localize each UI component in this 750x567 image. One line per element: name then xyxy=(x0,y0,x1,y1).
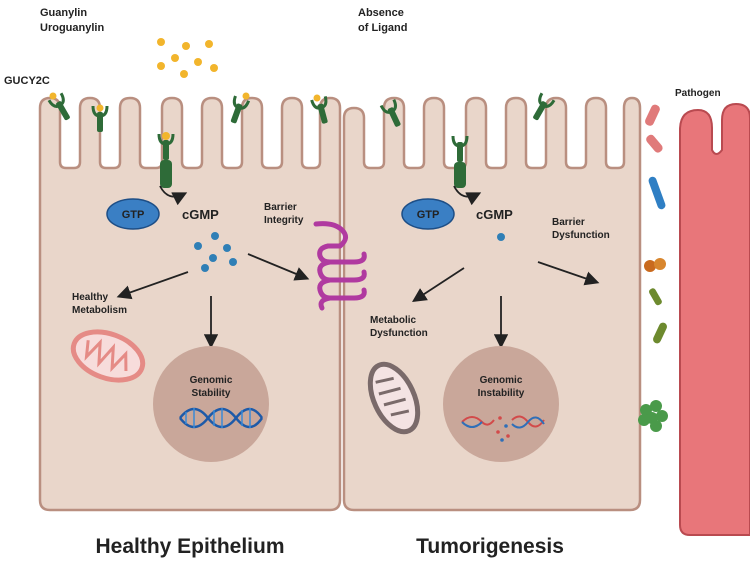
tumor-nucleus xyxy=(443,346,559,462)
genomic-stability-line1: Genomic xyxy=(190,375,233,386)
guanylin-label: Guanylin xyxy=(40,7,87,19)
pathogen-label: Pathogen xyxy=(675,88,721,99)
tumorigenesis-caption: Tumorigenesis xyxy=(416,535,564,558)
healthy-metabolism-line1: Healthy xyxy=(72,292,109,303)
arrow-to-barrier xyxy=(247,253,310,281)
empty-receptor-icon xyxy=(379,91,556,188)
dna-helix-icon xyxy=(179,407,264,429)
ligand-dots xyxy=(157,38,218,78)
healthy-nucleus xyxy=(153,346,269,462)
gucy2c-receptor-icon xyxy=(47,91,334,188)
genomic-instability-line2: Instability xyxy=(478,388,525,399)
barrier-integrity-line1: Barrier xyxy=(264,202,297,213)
healthy-mitochondrion-icon xyxy=(70,329,146,383)
healthy-metabolism-line2: Metabolism xyxy=(72,305,127,316)
cgmp-dot xyxy=(497,233,505,241)
damaged-mitochondrion-icon xyxy=(367,361,421,435)
barrier-dysfunction-line2: Dysfunction xyxy=(552,230,610,241)
healthy-epithelium-caption: Healthy Epithelium xyxy=(95,535,284,558)
broken-dna-icon xyxy=(461,415,545,442)
barrier-dysfunction-line1: Barrier xyxy=(552,217,585,228)
intestinal-wall xyxy=(679,102,750,536)
uroguanylin-label: Uroguanylin xyxy=(40,22,104,34)
arrow-to-barrier-dysfunction xyxy=(537,261,600,286)
genomic-instability-line1: Genomic xyxy=(480,375,523,386)
absence-label-1: Absence xyxy=(358,7,404,19)
cgmp-dots xyxy=(194,232,237,272)
tight-junction-icon xyxy=(313,221,367,311)
gucy2c-label: GUCY2C xyxy=(4,75,50,87)
conversion-arrow xyxy=(453,185,482,206)
pathogen-icon xyxy=(638,104,668,432)
conversion-arrow xyxy=(159,185,188,206)
absence-label-2: of Ligand xyxy=(358,22,408,34)
genomic-stability-line2: Stability xyxy=(192,388,231,399)
gtp-oval xyxy=(106,198,160,230)
gtp-oval xyxy=(401,198,455,230)
metabolic-dysfunction-line1: Metabolic xyxy=(370,315,417,326)
arrow-to-metabolic-dysfunction xyxy=(411,267,465,302)
gtp-label: GTP xyxy=(122,209,145,221)
cgmp-label: cGMP xyxy=(476,207,513,222)
metabolic-dysfunction-line2: Dysfunction xyxy=(370,328,428,339)
cgmp-label: cGMP xyxy=(182,207,219,222)
barrier-integrity-line2: Integrity xyxy=(264,215,304,226)
arrow-to-metabolism xyxy=(116,271,189,300)
gtp-label: GTP xyxy=(417,209,440,221)
